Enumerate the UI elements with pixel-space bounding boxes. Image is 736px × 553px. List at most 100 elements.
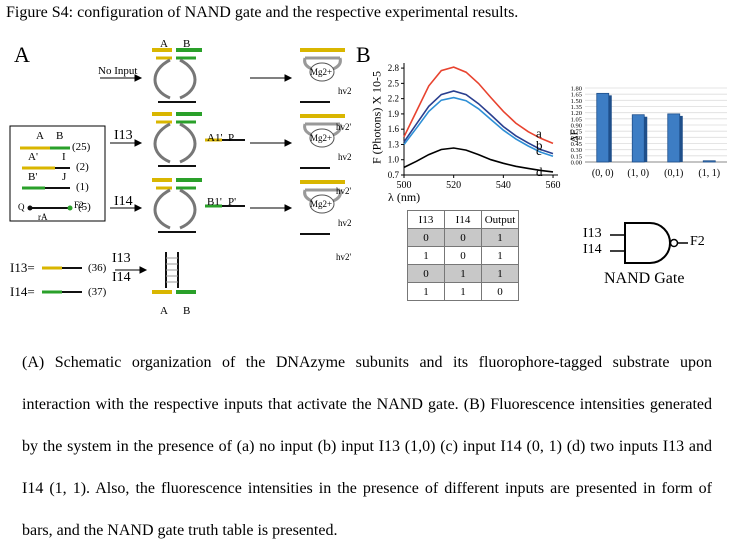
label-b1prime-i14: B1'	[207, 196, 222, 208]
legend-count-1: (1)	[76, 181, 89, 193]
figure-title: Figure S4: configuration of NAND gate an…	[6, 4, 519, 21]
bars-y-tick-label: 0.15	[571, 153, 582, 160]
truth-row: 0 0 1	[407, 228, 519, 247]
bar-side-2	[679, 115, 683, 162]
spectra-y-tick-label: 1.0	[388, 155, 400, 165]
bars-y-tick-label: 0.60	[571, 135, 582, 142]
gate-output-f2: F2	[690, 234, 705, 249]
bars-category-label: (1, 0)	[627, 168, 649, 179]
bars-category-label: (0, 0)	[592, 168, 614, 179]
spectra-y-tick-label: 0.7	[388, 170, 400, 180]
truth-header-output: Output	[481, 210, 519, 229]
spectra-x-tick-label: 560	[546, 180, 561, 191]
label-b-bottom: B	[183, 305, 191, 317]
bar-side-0	[608, 95, 612, 162]
bar-2	[667, 113, 681, 163]
panel-a-letter: A	[14, 42, 30, 67]
truth-row: 1 1 0	[407, 282, 519, 301]
legend-label-ra: rA	[38, 212, 48, 222]
legend-count-36: (36)	[88, 262, 107, 274]
cleaved-product-3	[300, 180, 345, 235]
spectra-curve-label: c	[536, 143, 542, 158]
legend-i14-eq: I14=	[10, 284, 35, 299]
figure-caption: (A) Schematic organization of the DNAzym…	[22, 342, 712, 552]
truth-row: 0 1 1	[407, 264, 519, 283]
input-label-i14: I14	[114, 194, 133, 209]
spectra-curve-label: a	[536, 125, 542, 140]
truth-cell: 1	[444, 264, 482, 283]
bar-1	[631, 114, 645, 163]
legend-fluorophore	[67, 205, 73, 211]
gate-input-i13: I13	[583, 226, 602, 241]
bars-y-tick-label: 0.30	[571, 147, 582, 154]
spectra-x-tick-label: 540	[496, 180, 511, 191]
spectra-series-d	[403, 147, 554, 173]
truth-cell: 1	[481, 228, 519, 247]
legend-label-b: B	[56, 130, 64, 142]
input-label-i13: I13	[114, 128, 133, 143]
bars-category-label: (0,1)	[664, 168, 683, 179]
label-a1prime-i13: A1'	[207, 132, 223, 144]
nand-gate-symbol	[610, 222, 688, 264]
no-input-label: No Input	[98, 65, 138, 77]
panel-b: B	[356, 30, 736, 340]
spectra-y-tick-label: 1.9	[388, 109, 400, 119]
label-a-bottom: A	[160, 305, 168, 317]
legend-i13-eq: I13=	[10, 260, 35, 275]
spectra-y-tick-label: 2.5	[388, 78, 400, 88]
caption-text: (A) Schematic organization of the DNAzym…	[22, 354, 712, 539]
hv2-label-2: hv2	[338, 152, 352, 162]
bars-y-tick-label: 0.00	[571, 160, 582, 167]
mg-label-1: Mg2+	[310, 67, 333, 77]
truth-cell: 0	[407, 264, 445, 283]
panel-b-letter: B	[356, 42, 371, 67]
bars-y-tick-label: 0.90	[571, 123, 582, 130]
bars-y-tick-label: 1.35	[571, 104, 582, 111]
cleaved-product-2	[300, 114, 345, 169]
cleaved-product-1	[300, 48, 345, 103]
truth-cell: 1	[481, 264, 519, 283]
spectra-curve-label: b	[536, 138, 543, 153]
legend-label-i: I	[62, 151, 66, 163]
truth-cell: 0	[407, 228, 445, 247]
truth-cell: 0	[444, 228, 482, 247]
spectra-series-a	[403, 66, 554, 145]
truth-cell: 0	[444, 246, 482, 265]
bars-y-tick-label: 1.20	[571, 110, 582, 117]
hv2-label-3: hv2	[338, 218, 352, 228]
legend-label-a: A	[36, 130, 44, 142]
spectra-series-c	[403, 96, 554, 157]
legend-quencher	[27, 205, 33, 211]
truth-cell: 0	[481, 282, 519, 301]
bars-ylabel: ΔF	[568, 129, 581, 143]
mg-label-3: Mg2+	[310, 199, 333, 209]
spectra-curve-label: d	[536, 164, 543, 179]
bars-y-tick-label: 1.65	[571, 92, 582, 99]
spectra-xlabel: λ (nm)	[388, 190, 421, 204]
legend-label-bprime: B'	[28, 171, 38, 183]
bar-side-1	[644, 116, 648, 162]
label-b-top: B	[183, 38, 191, 50]
label-a-top: A	[160, 38, 168, 50]
spectra-ylabel: F (Photons) X 10-5	[369, 71, 384, 165]
truth-table-header: I13 I14 Output	[407, 210, 519, 229]
spectra-y-tick-label: 2.2	[388, 94, 399, 104]
truth-cell: 1	[481, 246, 519, 265]
truth-cell: 1	[407, 282, 445, 301]
hv2prime-label-3: hv2'	[336, 252, 352, 262]
input-label-i14-combo: I14	[112, 270, 131, 285]
hv2prime-label-2: hv2'	[336, 186, 352, 196]
legend-count-2: (2)	[76, 161, 89, 173]
spectra-x-tick-label: 520	[446, 180, 461, 191]
gate-input-i14: I14	[583, 242, 602, 257]
bar-3	[702, 160, 716, 163]
legend-box	[9, 125, 106, 222]
truth-header-i14: I14	[444, 210, 482, 229]
hv2-label-1: hv2	[338, 86, 352, 96]
bars-y-tick-label: 1.05	[571, 116, 582, 123]
legend-count-25: (25)	[72, 141, 91, 153]
truth-header-i13: I13	[407, 210, 445, 229]
legend-label-j: J	[62, 171, 67, 183]
spectra-y-tick-label: 1.6	[388, 124, 400, 134]
